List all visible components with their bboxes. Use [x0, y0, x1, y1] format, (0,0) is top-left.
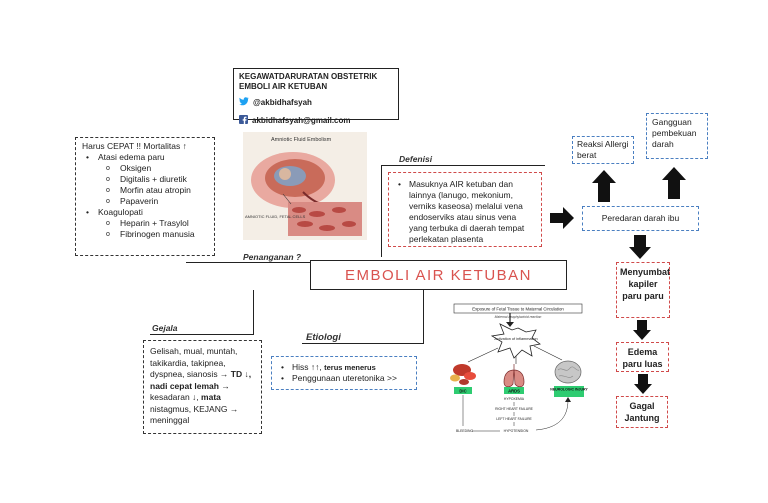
etiologi-line — [302, 343, 424, 344]
blood-cells-icon — [450, 364, 476, 385]
list-item: • Penggunaan uteretonika >> — [281, 373, 397, 383]
penanganan-list: Atasi edema paru Oksigen Digitalis + diu… — [82, 152, 208, 240]
etiologi-label: Etiologi — [306, 332, 341, 343]
header-line1: KEGAWATDARURATAN OBSTETRIK — [239, 72, 378, 81]
defenisi-label: Defenisi — [399, 154, 433, 164]
penanganan-intro: Harus CEPAT !! Mortalitas ↑ — [82, 141, 187, 151]
gagal-jantung-box: Gagal Jantung — [616, 396, 668, 428]
pathophysiology-illustration: Exposure of Fetal Tissue to Maternal Cir… — [440, 300, 596, 440]
illustration2-sub: Maternal anaphylactoid reaction — [495, 315, 542, 319]
list-item: Atasi edema paru Oksigen Digitalis + diu… — [86, 152, 208, 207]
penanganan-box: Harus CEPAT !! Mortalitas ↑ Atasi edema … — [75, 137, 215, 256]
gejala-label: Gejala — [152, 323, 178, 333]
gejala-vline — [253, 290, 254, 334]
list-item: Oksigen — [106, 163, 208, 174]
amniotic-embolism-illustration: Amniotic Fluid Embolism AMNIOTIC FLUID, … — [243, 132, 367, 240]
list-item: Heparin + Trasylol — [106, 218, 208, 229]
illustration2-lhf: LEFT HEART FAILURE — [496, 417, 532, 421]
illustration2-rhf: RIGHT HEART FAILURE — [495, 407, 534, 411]
illustration1-title: Amniotic Fluid Embolism — [271, 137, 332, 143]
illustration2-bleeding: BLEEDING — [456, 429, 474, 433]
list-item: Fibrinogen manusia — [106, 229, 208, 240]
peredaran-darah-box: Peredaran darah ibu — [582, 206, 699, 231]
list-item: Morfin atau atropin — [106, 185, 208, 196]
defenisi-box: • Masuknya AIR ketuban dan lainnya (lanu… — [388, 172, 542, 247]
lungs-icon — [503, 364, 525, 388]
arrow-right-icon — [550, 207, 574, 234]
center-title-box: EMBOLI AIR KETUBAN — [310, 260, 567, 290]
penanganan-line — [186, 262, 312, 263]
illustration2-hypotension: HYPOTENSION — [504, 429, 529, 433]
center-title: EMBOLI AIR KETUBAN — [344, 267, 533, 284]
header-twitter: @akbidhafsyah — [253, 97, 312, 107]
arrow-up-icon — [592, 170, 616, 207]
facebook-icon — [239, 111, 248, 129]
header-email: akbidhafsyah@gmail.com — [252, 115, 351, 125]
penanganan-label: Penanganan ? — [243, 252, 302, 262]
brain-icon — [554, 360, 582, 384]
illustration1-caption: AMNIOTIC FLUID, FETAL CELLS — [245, 214, 306, 219]
etiologi-box: • Hiss ↑↑, terus menerus • Penggunaan ut… — [271, 356, 417, 390]
illustration2-header: Exposure of Fetal Tissue to Maternal Cir… — [472, 307, 564, 312]
header-line2: EMBOLI AIR KETUBAN — [239, 82, 328, 91]
gangguan-pembekuan-box: Gangguan pembekuan darah — [646, 113, 708, 159]
arrow-down-icon — [629, 235, 651, 264]
list-item: • Hiss ↑↑, terus menerus — [281, 362, 376, 372]
defenisi-line — [381, 165, 545, 166]
illustration2-ards: ARDS — [508, 389, 520, 394]
header-box: KEGAWATDARURATAN OBSTETRIK EMBOLI AIR KE… — [233, 68, 399, 125]
defenisi-vline — [381, 165, 382, 257]
illustration2-center: Activation of inflammation — [494, 337, 537, 341]
twitter-icon — [239, 93, 249, 111]
menyumbat-box: Menyumbat kapiler paru paru — [616, 262, 670, 318]
illustration2-neuro: NEUROLOGIC INJURY — [550, 388, 588, 392]
illustration2-hypoxemia: HYPOXEMIA — [504, 397, 525, 401]
gejala-line — [150, 334, 254, 335]
etiologi-vline — [423, 290, 424, 343]
defenisi-text: Masuknya AIR ketuban dan lainnya (lanugo… — [409, 179, 525, 244]
list-item: Papaverin — [106, 196, 208, 207]
illustration2-dic: DIC — [459, 389, 466, 394]
list-item: Koagulopati Heparin + Trasylol Fibrinoge… — [86, 207, 208, 240]
arrow-up-icon — [662, 167, 686, 204]
arrow-down-icon — [633, 320, 651, 345]
reaksi-allergi-box: Reaksi Allergi berat — [572, 136, 634, 164]
list-item: Digitalis + diuretik — [106, 174, 208, 185]
edema-paru-box: Edema paru luas — [616, 342, 669, 372]
arrow-down-icon — [634, 374, 652, 399]
gejala-box: Gelisah, mual, muntah, takikardia, takip… — [143, 340, 262, 434]
